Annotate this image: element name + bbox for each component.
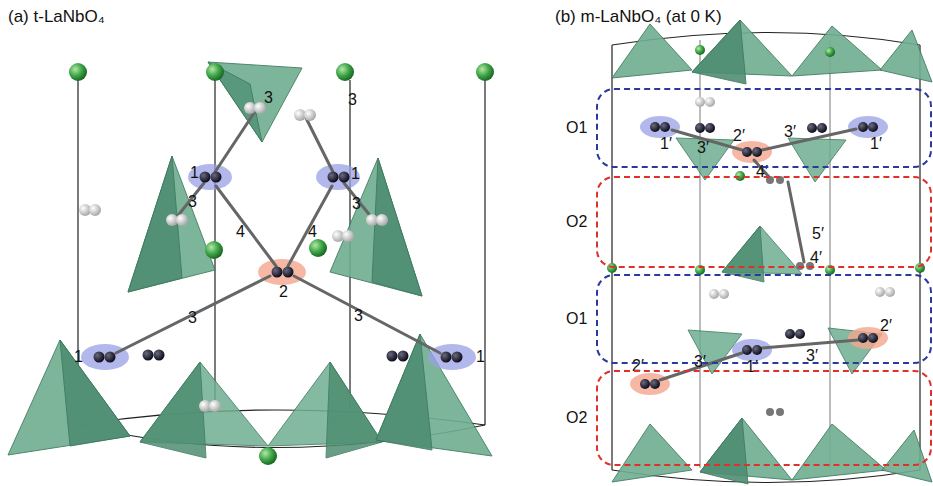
callout-number: 1 <box>476 348 485 366</box>
layer-band: O2 <box>566 176 932 268</box>
callout-number: 3 <box>188 193 197 211</box>
callout-number: 2′ <box>733 127 745 145</box>
layer-label: O1 <box>566 310 587 328</box>
callout-number: 5′ <box>812 225 824 243</box>
callout-number: 3 <box>352 195 361 213</box>
unit-cell <box>612 33 920 483</box>
callout-number: 1 <box>190 164 199 182</box>
layer-band: O2 <box>566 370 932 466</box>
atoms <box>69 63 494 465</box>
callout-number: 3′ <box>806 347 818 365</box>
dashed-outline <box>596 370 932 466</box>
panel-title: (b) m-LaNbO₄ (at 0 K) <box>555 8 722 27</box>
callout-number: 4 <box>236 223 245 241</box>
callout-number: 3 <box>354 307 363 325</box>
bond-lines <box>116 110 440 353</box>
dashed-outline <box>596 176 932 268</box>
callout-number: 3 <box>188 309 197 327</box>
callout-number: 1 <box>74 348 83 366</box>
dashed-outline <box>596 274 932 364</box>
callout-number: 1′ <box>870 135 882 153</box>
callout-number: 2 <box>279 283 288 301</box>
callout-number: 1′ <box>746 358 758 376</box>
callout-number: 3′ <box>784 123 796 141</box>
callout-number: 4 <box>308 223 317 241</box>
dashed-outline <box>596 88 932 168</box>
callout-number: 3′ <box>694 353 706 371</box>
callout-number: 3 <box>348 91 357 109</box>
layer-band: O1 <box>566 88 932 168</box>
layer-label: O1 <box>566 119 587 137</box>
callout-number: 3 <box>264 89 273 107</box>
layer-label: O2 <box>566 409 587 427</box>
layer-band: O1 <box>566 274 932 364</box>
nbo4-tetrahedra <box>8 62 492 458</box>
callout-number: 1′ <box>660 135 672 153</box>
callout-number: 3′ <box>697 139 709 157</box>
callout-number: 1 <box>351 165 360 183</box>
layer-label: O2 <box>566 213 587 231</box>
callout-number: 4′ <box>810 249 822 267</box>
callout-number: 2′ <box>880 317 892 335</box>
dimer-highlight <box>630 116 888 395</box>
dimer-highlight <box>81 164 476 370</box>
atoms <box>607 45 925 416</box>
panel-title: (a) t-LaNbO₄ <box>8 8 105 27</box>
